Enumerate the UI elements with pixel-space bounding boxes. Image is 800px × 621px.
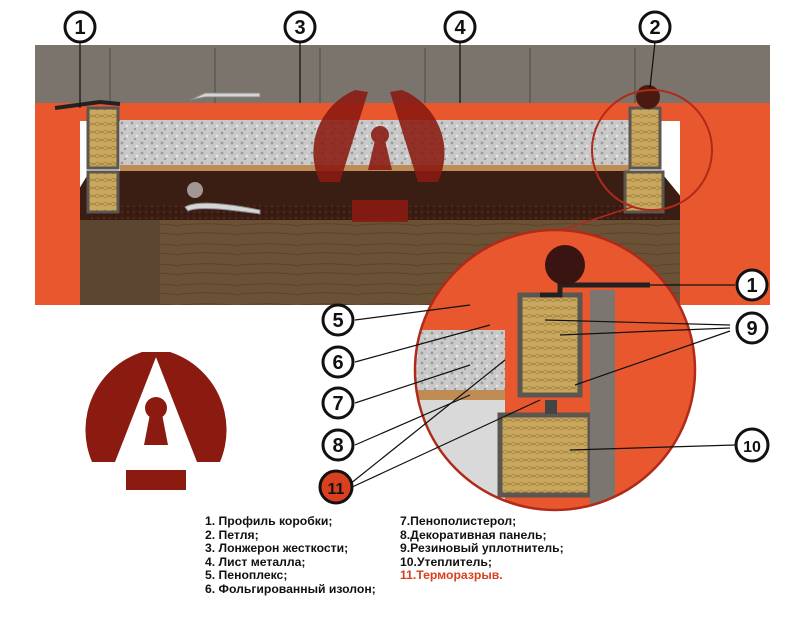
brand-logo-center [313, 90, 445, 222]
svg-text:2: 2 [649, 17, 660, 39]
callout-6: 6 [321, 345, 355, 379]
callout-4: 4 [443, 10, 477, 44]
svg-text:8: 8 [332, 435, 343, 457]
callout-11: 11 [318, 469, 354, 505]
svg-text:4: 4 [454, 17, 466, 39]
leader-lines [79, 41, 736, 489]
svg-text:10: 10 [743, 439, 761, 456]
callout-1: 1 [63, 10, 97, 44]
svg-text:6: 6 [332, 352, 343, 374]
wall-left [35, 115, 80, 305]
legend-item: 9.Резиновый уплотнитель; [400, 541, 564, 556]
callout-1-detail: 1 [735, 268, 769, 302]
svg-text:1: 1 [74, 17, 85, 39]
svg-text:5: 5 [332, 310, 343, 332]
legend-item: 8.Декоративная панель; [400, 527, 547, 542]
legend-item: 3. Лонжерон жесткости; [205, 541, 349, 556]
callout-3: 3 [283, 10, 317, 44]
hinge-icon [636, 85, 660, 109]
callout-5: 5 [321, 303, 355, 337]
callout-9: 9 [735, 311, 769, 345]
svg-text:1: 1 [746, 275, 757, 297]
legend-item: 7.Пенополистерол; [400, 514, 517, 528]
brand-logo [85, 352, 227, 490]
svg-text:7: 7 [332, 393, 343, 415]
zoom-detail [413, 89, 713, 512]
legend-item: 4. Лист металла; [205, 554, 306, 569]
legend-item: 6. Фольгированный изолон; [205, 581, 376, 596]
svg-text:3: 3 [294, 17, 305, 39]
callout-7: 7 [321, 386, 355, 420]
legend-item: 1. Профиль коробки; [205, 514, 333, 528]
svg-text:11: 11 [328, 481, 345, 498]
callout-8: 8 [321, 428, 355, 462]
legend-item: 10.Утеплитель; [400, 554, 492, 569]
legend-right: 7.Пенополистерол; 8.Декоративная панель;… [400, 514, 564, 583]
legend-item-highlight: 11.Терморазрыв. [400, 568, 503, 583]
legend-item: 2. Петля; [205, 527, 259, 542]
svg-text:9: 9 [746, 318, 757, 340]
legend-left: 1. Профиль коробки; 2. Петля; 3. Лонжеро… [205, 514, 376, 597]
hinge-detail-icon [545, 245, 585, 285]
door-section-top [35, 45, 770, 305]
legend-item: 5. Пеноплекс; [205, 568, 288, 583]
callout-10: 10 [734, 427, 770, 463]
callout-2: 2 [638, 10, 672, 44]
